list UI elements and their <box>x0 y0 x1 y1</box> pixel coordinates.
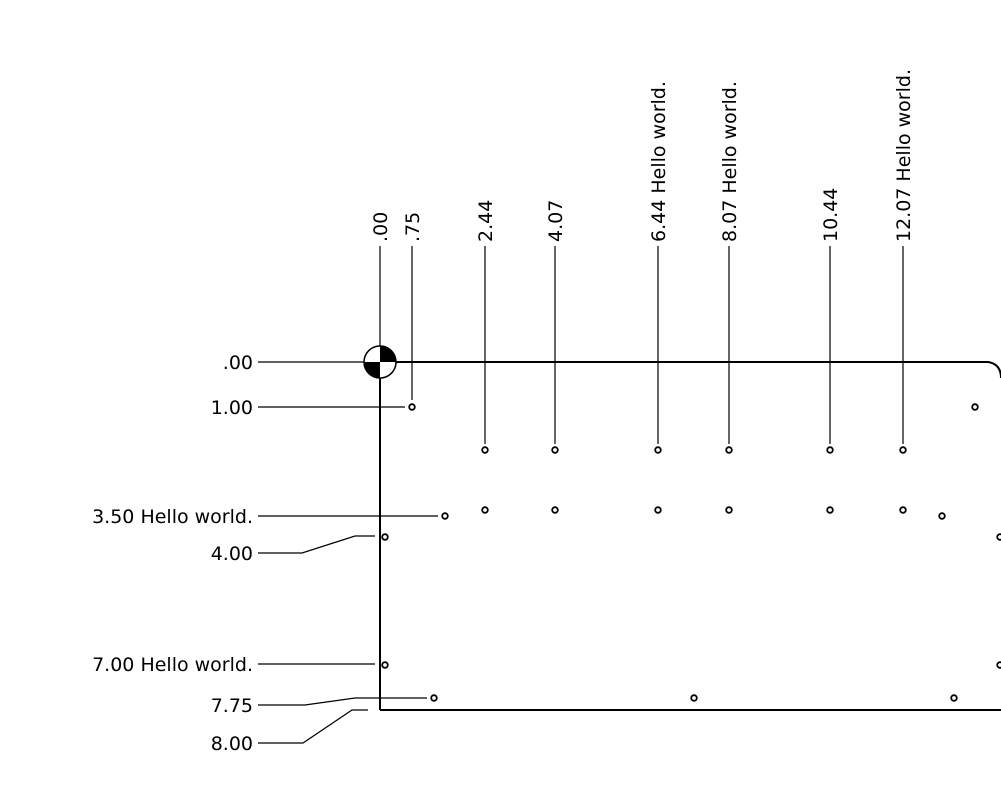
hole <box>938 512 946 520</box>
y-ordinate-label: 8.00 <box>211 733 253 755</box>
hole <box>996 661 1001 669</box>
datum-origin-icon <box>363 345 397 379</box>
hole <box>654 506 662 514</box>
x-ordinate-dimensions: .00 .75 2.44 4.07 6.44 Hello world. 8.07 Hell… <box>370 69 915 444</box>
hole <box>381 661 389 669</box>
x-ordinate-label: 4.07 <box>545 200 567 242</box>
hole <box>996 533 1001 541</box>
y-ordinate-label: .00 <box>223 352 253 374</box>
holes <box>381 403 1001 702</box>
hole <box>725 446 733 454</box>
y-ordinate-leader <box>258 535 375 554</box>
y-ordinate-dimensions: .00 1.00 3.50 Hello world. 4.00 7.00 Hello w… <box>92 352 438 755</box>
y-ordinate-label: 7.75 <box>211 695 253 717</box>
hole <box>725 506 733 514</box>
y-ordinate-leader <box>258 697 427 706</box>
x-ordinate-label: .75 <box>402 212 424 242</box>
hole <box>899 446 907 454</box>
hole <box>899 506 907 514</box>
hole <box>481 446 489 454</box>
hole <box>481 506 489 514</box>
x-ordinate-label: 2.44 <box>475 200 497 242</box>
hole <box>690 694 698 702</box>
hole <box>441 512 449 520</box>
y-ordinate-leader <box>258 709 368 744</box>
hole <box>381 533 389 541</box>
hole <box>430 694 438 702</box>
x-ordinate-label: 12.07 Hello world. <box>893 69 915 242</box>
y-ordinate-label: 1.00 <box>211 397 253 419</box>
hole <box>950 694 958 702</box>
hole <box>551 446 559 454</box>
y-ordinate-label: 4.00 <box>211 543 253 565</box>
x-ordinate-label: 6.44 Hello world. <box>648 81 670 242</box>
x-ordinate-label: 8.07 Hello world. <box>719 81 741 242</box>
hole <box>654 446 662 454</box>
x-ordinate-label: .00 <box>370 212 392 242</box>
hole <box>551 506 559 514</box>
hole <box>826 446 834 454</box>
y-ordinate-label: 3.50 Hello world. <box>92 506 253 528</box>
hole <box>826 506 834 514</box>
hole <box>971 403 979 411</box>
x-ordinate-label: 10.44 <box>820 188 842 242</box>
y-ordinate-label: 7.00 Hello world. <box>92 654 253 676</box>
hole <box>408 403 416 411</box>
plate-outline <box>379 361 1001 711</box>
